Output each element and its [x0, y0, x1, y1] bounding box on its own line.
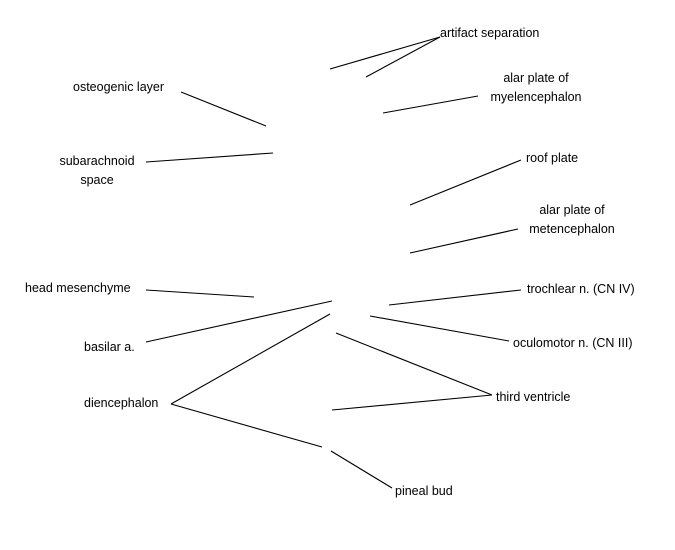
- leader-artifact-separation-2: [365, 36, 441, 78]
- leader-trochlear-nerve: [388, 289, 522, 306]
- leader-third-ventricle-1: [335, 332, 493, 396]
- leader-head-mesenchyme: [145, 289, 255, 298]
- leader-third-ventricle-2: [331, 394, 493, 411]
- label-subarachnoid-space-line2: space: [80, 173, 114, 187]
- leader-diencephalon-1: [170, 313, 331, 405]
- label-alar-plate-myelencephalon-line1: alar plate of: [503, 71, 569, 85]
- label-subarachnoid-space: subarachnoid space: [52, 152, 142, 190]
- label-diencephalon: diencephalon: [84, 396, 159, 410]
- label-alar-plate-metencephalon: alar plate of metencephalon: [518, 201, 626, 239]
- label-osteogenic-layer: osteogenic layer: [73, 80, 165, 94]
- label-head-mesenchyme: head mesenchyme: [25, 281, 131, 295]
- leader-osteogenic-layer: [180, 91, 267, 127]
- leader-alar-plate-myelencephalon: [382, 95, 479, 114]
- label-alar-plate-myelencephalon-line2: myelencephalon: [490, 90, 582, 104]
- leader-artifact-separation-1: [329, 36, 441, 70]
- label-alar-plate-myelencephalon: alar plate of myelencephalon: [478, 69, 594, 107]
- leader-subarachnoid-space: [145, 152, 274, 163]
- label-oculomotor-nerve: oculomotor n. (CN III): [513, 336, 633, 350]
- leader-alar-plate-metencephalon: [409, 228, 519, 254]
- label-basilar-artery: basilar a.: [84, 340, 135, 354]
- label-artifact-separation: artifact separation: [440, 26, 540, 40]
- leader-roof-plate: [409, 159, 522, 206]
- leader-pineal-bud: [330, 450, 393, 489]
- label-alar-plate-metencephalon-line1: alar plate of: [539, 203, 605, 217]
- label-trochlear-nerve: trochlear n. (CN IV): [527, 282, 635, 296]
- label-subarachnoid-space-line1: subarachnoid: [59, 154, 135, 168]
- leader-oculomotor-nerve: [369, 315, 510, 342]
- label-third-ventricle: third ventricle: [496, 390, 571, 404]
- leader-basilar-artery: [145, 300, 333, 343]
- label-alar-plate-metencephalon-line2: metencephalon: [529, 222, 615, 236]
- label-roof-plate: roof plate: [526, 151, 579, 165]
- leader-diencephalon-2: [170, 403, 323, 448]
- label-pineal-bud: pineal bud: [395, 484, 453, 498]
